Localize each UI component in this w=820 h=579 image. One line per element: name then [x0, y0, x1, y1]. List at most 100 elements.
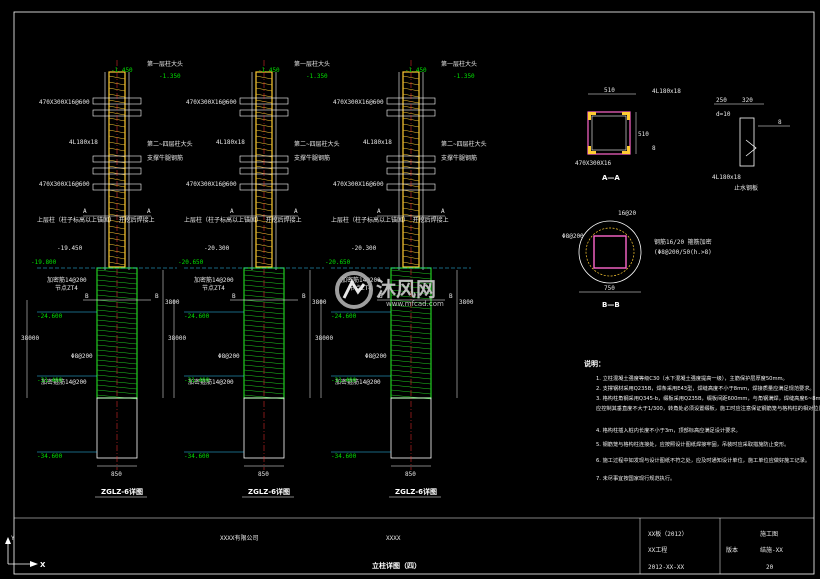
section-aa-outline	[587, 111, 631, 155]
lattice-batten	[255, 123, 273, 128]
angle-detail-dim-4: 4L180x18	[712, 174, 741, 181]
lattice-batten	[402, 111, 420, 116]
elevation-bot-2: -31.400	[331, 377, 357, 384]
elevation-1: -1.350	[306, 73, 328, 80]
spiral-label-2: 节点ZT4	[55, 284, 78, 292]
lattice-batten	[402, 243, 420, 248]
elevation-top: -1.450	[111, 67, 133, 74]
title-block-cell-6: 结施-XX	[760, 546, 783, 554]
stirrup-label: Φ8@200	[71, 353, 93, 360]
spiral-label: 加密筋14@200	[47, 276, 87, 284]
dim-span-1: 3800	[312, 299, 327, 306]
lattice-batten	[255, 87, 273, 92]
stirrup-label-2: 加密箍筋14@200	[188, 378, 234, 386]
lattice-batten	[108, 123, 126, 128]
lattice-batten	[402, 123, 420, 128]
dim-span-2: 38000	[315, 335, 333, 342]
section-label-a-left: A	[83, 208, 87, 215]
section-aa-weld: 8	[652, 145, 656, 152]
notes-block: 说明： 1. 立柱混凝土强度等级C30（水下混凝土强度提高一级），主筋保护层厚度…	[584, 359, 820, 482]
spiral-stirrup	[96, 309, 138, 315]
section-aa-plate: 470X300X16	[575, 160, 612, 167]
elevation-bot-2: -31.400	[184, 377, 210, 384]
elevation-1: -1.350	[453, 73, 475, 80]
note-anchor: 支撑牛腿钢筋	[147, 154, 183, 162]
section-label-a-left: A	[230, 208, 234, 215]
dim-width: 850	[258, 471, 269, 478]
dim-width: 850	[405, 471, 416, 478]
title-block-cell-1: XX板（2012）	[648, 530, 688, 538]
stirrup-label: Φ8@200	[365, 353, 387, 360]
angle-detail-dim-1: 320	[742, 97, 753, 104]
lattice-batten	[108, 141, 126, 146]
section-label-b-left: B	[379, 293, 383, 300]
lattice-batten	[402, 141, 420, 146]
section-label-a-left: A	[377, 208, 381, 215]
column-title: ZGLZ-6详图	[101, 487, 143, 496]
note-mid: 第二~四层柱大头	[147, 140, 193, 148]
lattice-batten	[255, 219, 273, 224]
spiral-stirrup	[390, 309, 432, 315]
rebar-note: 上层柱（柱子标高以上锚固） 开挖后焊接上	[37, 216, 155, 224]
lattice-batten	[402, 75, 420, 80]
ucs-y-label: Y	[11, 535, 15, 542]
lattice-batten	[402, 153, 420, 158]
sheet-border	[13, 11, 815, 575]
elevation-top: -1.450	[258, 67, 280, 74]
section-aa-dim-h: 510	[638, 131, 649, 138]
note-mid: 第二~四层柱大头	[441, 140, 487, 148]
rebar-note: 上层柱（柱子标高以上锚固） 开挖后焊接上	[184, 216, 302, 224]
title-block-project: XXXX	[386, 535, 401, 542]
spiral-label: 加密筋14@200	[194, 276, 234, 284]
lattice-batten	[255, 141, 273, 146]
watermark-logo-icon	[335, 271, 373, 309]
plate-label-1: 470X300X16@600	[333, 99, 384, 106]
angle-detail-dim-0: 250	[716, 97, 727, 104]
section-bb-note1: 钢筋16/20 箍筋加密	[654, 238, 712, 246]
spiral-label-2: 节点ZT4	[202, 284, 225, 292]
angle-label: 4L180x18	[363, 139, 392, 146]
spiral-stirrup	[96, 339, 138, 345]
note-item-7: 6. 施工过程中如发现与设计图纸不符之处，应及时通知设计单位，施工单位应做好施工…	[596, 456, 810, 464]
lattice-batten	[402, 255, 420, 260]
title-block-drawing: 立柱详图（四）	[372, 561, 421, 570]
spiral-stirrup	[390, 284, 432, 290]
plate-label-2: 470X300X16@600	[186, 181, 237, 188]
note-item-2: 2. 支撑钢材采用Q235B，焊条采用E43型，焊缝高度不小于8mm，焊接质量应…	[596, 384, 815, 392]
section-aa-dim-w: 510	[604, 87, 615, 94]
section-bb-title: B—B	[602, 301, 620, 309]
elevation-bot-1: -24.600	[331, 313, 357, 320]
elevation-bot-1: -24.600	[184, 313, 210, 320]
spiral-stirrup	[243, 339, 285, 345]
lattice-batten	[255, 255, 273, 260]
note-anchor: 支撑牛腿钢筋	[441, 154, 477, 162]
elevation-side: -20.650	[325, 259, 351, 266]
section-label-a-right: A	[441, 208, 445, 215]
elevation-mid: -20.300	[204, 245, 230, 252]
dim-span-2: 38000	[168, 335, 186, 342]
spiral-stirrup	[243, 284, 285, 290]
lattice-batten	[108, 189, 126, 194]
angle-detail: 250 320 d=10 8 4L180x18 止水钢板	[712, 97, 790, 192]
section-label-a-right: A	[147, 208, 151, 215]
lattice-batten	[255, 207, 273, 212]
lattice-batten	[108, 207, 126, 212]
elevation-mid: -20.300	[351, 245, 377, 252]
watermark: 沐风网 www.mfcad.com	[335, 271, 444, 309]
dim-span-2: 38000	[21, 335, 39, 342]
title-block-cell-2: XX工程	[648, 546, 667, 554]
section-aa-title: A—A	[602, 174, 620, 182]
section-bb-note2: (Φ8@200/50(h.>8)	[654, 249, 712, 256]
elevation-bot-3: -34.600	[37, 453, 63, 460]
section-label-b-right: B	[302, 293, 306, 300]
title-block-cell-5: 施工图	[760, 530, 778, 538]
note-item-3: 3. 格构柱角钢采用Q345-b，缀板采用Q235B，缀板间距600mm，与角钢…	[596, 394, 820, 402]
title-block-company: XXXX有限公司	[220, 534, 258, 542]
angle-detail-title: 止水钢板	[734, 184, 758, 192]
lattice-batten	[108, 75, 126, 80]
plate-label-2: 470X300X16@600	[333, 181, 384, 188]
